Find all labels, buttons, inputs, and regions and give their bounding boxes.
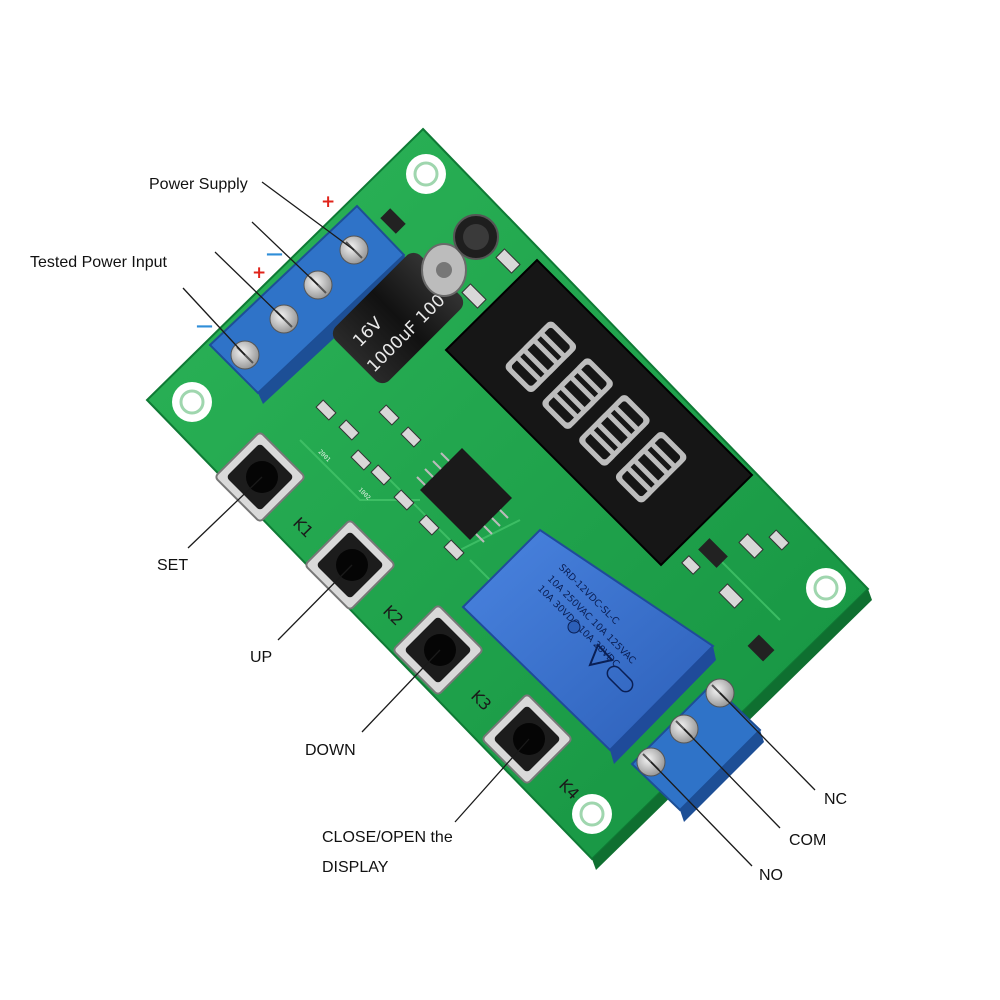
leader-close-open xyxy=(454,738,530,823)
leader-com xyxy=(683,728,781,829)
label-up: UP xyxy=(250,649,273,666)
label-close-open-line1: CLOSE/OPEN the xyxy=(322,829,453,846)
display-digit xyxy=(617,433,686,502)
ic-chip xyxy=(416,448,512,543)
electrolytic-capacitor: 16V 1000uF 100 xyxy=(332,243,467,384)
leader-tested-input-plus xyxy=(214,251,285,320)
leader-nc xyxy=(719,692,816,791)
seven-segment-display xyxy=(444,258,754,567)
polarity-minus-supply: — xyxy=(266,244,283,264)
leader-power-supply-minus xyxy=(251,221,319,286)
small-capacitor xyxy=(453,214,499,260)
mounting-holes xyxy=(172,154,846,834)
smd-components: 2001 1002 xyxy=(315,208,790,662)
relay: SRD-12VDC-SL-C 10A 250VAC 10A 125VAC 10A… xyxy=(461,528,716,764)
leader-down xyxy=(361,649,441,733)
button-k2: K2 xyxy=(305,520,407,629)
label-nc: NC xyxy=(824,791,848,808)
leader-no xyxy=(650,761,753,867)
button-k4: K4 xyxy=(482,694,583,803)
polarity-plus-supply: + xyxy=(321,192,336,212)
leader-up xyxy=(277,564,353,641)
leader-power-supply-plus xyxy=(261,181,355,251)
label-no: NO xyxy=(759,867,783,884)
label-set: SET xyxy=(157,557,189,574)
display-digit xyxy=(506,322,575,391)
display-digit xyxy=(543,359,612,428)
leader-lines xyxy=(182,181,816,867)
label-down: DOWN xyxy=(305,742,356,759)
display-digit xyxy=(580,396,649,465)
label-com: COM xyxy=(789,832,827,849)
polarity-plus-input: + xyxy=(252,263,267,283)
label-tested-power-input: Tested Power Input xyxy=(30,254,167,271)
label-close-open-line2: DISPLAY xyxy=(322,859,389,876)
label-power-supply: Power Supply xyxy=(149,176,248,193)
leader-set xyxy=(187,476,263,549)
polarity-minus-input: — xyxy=(196,316,213,336)
button-k1: K1 xyxy=(215,432,317,541)
leader-tested-input-minus xyxy=(182,287,246,356)
